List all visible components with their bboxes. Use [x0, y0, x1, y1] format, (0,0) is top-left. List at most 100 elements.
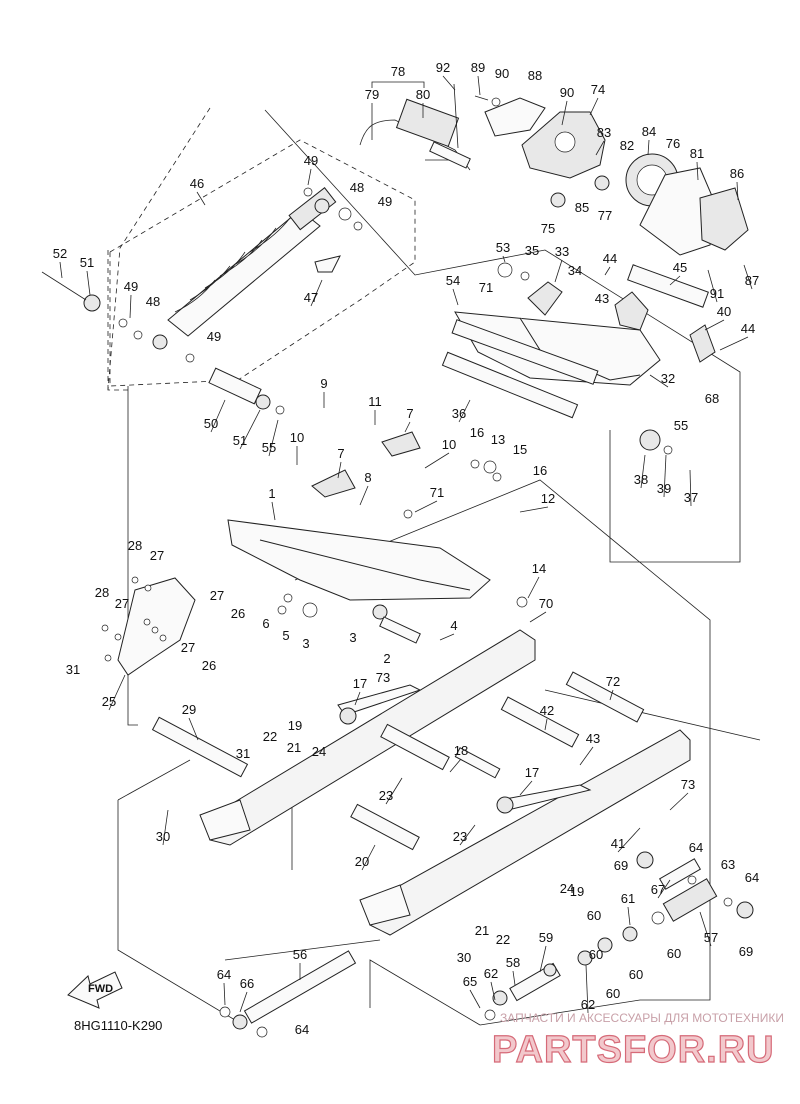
leader-line: [617, 827, 641, 853]
callout-c16a: 16: [470, 425, 484, 440]
callout-c4: 4: [450, 618, 457, 633]
leader-line: [442, 75, 456, 91]
leader-line: [719, 336, 749, 351]
leader-line: [663, 454, 667, 498]
callout-c42: 42: [540, 703, 554, 718]
callout-c64b: 64: [745, 870, 759, 885]
callout-c13: 13: [491, 432, 505, 447]
callout-c17a: 17: [353, 676, 367, 691]
callout-c49a: 49: [304, 153, 318, 168]
callout-c86: 86: [730, 166, 744, 181]
leader-line: [452, 288, 459, 306]
leader-line: [640, 454, 646, 489]
torsion-springs: [337, 684, 592, 814]
callout-c5: 5: [282, 628, 289, 643]
callout-c81: 81: [690, 146, 704, 161]
callout-c51a: 51: [80, 255, 94, 270]
callout-c35: 35: [525, 243, 539, 258]
leader-line: [414, 500, 438, 513]
callout-c60c: 60: [629, 967, 643, 982]
callout-c60b: 60: [589, 947, 603, 962]
cross-shafts: [151, 671, 645, 1024]
leader-line: [86, 270, 91, 296]
leader-lines: [59, 75, 753, 1014]
callout-c3a: 3: [302, 636, 309, 651]
leader-line: [239, 991, 248, 1013]
leader-line: [604, 266, 611, 276]
callout-c90a: 90: [495, 66, 509, 81]
leader-line: [554, 259, 563, 283]
callout-c31b: 31: [236, 746, 250, 761]
callout-c27a: 27: [150, 548, 164, 563]
callout-c45: 45: [673, 260, 687, 275]
callout-c36: 36: [452, 406, 466, 421]
callout-c90b: 90: [560, 85, 574, 100]
callout-c77: 77: [598, 208, 612, 223]
callout-c10a: 10: [290, 430, 304, 445]
leader-line: [657, 879, 671, 899]
leader-line: [439, 633, 455, 641]
leader-line: [337, 461, 342, 479]
callout-c85: 85: [575, 200, 589, 215]
callout-c1: 1: [268, 486, 275, 501]
callout-c66: 66: [240, 976, 254, 991]
callout-c6: 6: [262, 616, 269, 631]
callout-c52: 52: [53, 246, 67, 261]
callout-c2: 2: [383, 651, 390, 666]
leader-line: [223, 982, 226, 1006]
callout-c18: 18: [454, 743, 468, 758]
callout-c43a: 43: [595, 291, 609, 306]
callout-c74: 74: [591, 82, 605, 97]
callout-c30a: 30: [156, 829, 170, 844]
callout-c23a: 23: [379, 788, 393, 803]
callout-c16b: 16: [533, 463, 547, 478]
callout-c64c: 64: [217, 967, 231, 982]
callout-c49c: 49: [124, 279, 138, 294]
fwd-label: FWD: [88, 983, 113, 995]
leader-line: [307, 168, 312, 186]
leader-line: [268, 419, 279, 457]
callout-c27d: 27: [181, 640, 195, 655]
callout-c26a: 26: [231, 606, 245, 621]
leader-line: [539, 945, 547, 973]
diagram-code: 8HG1110-K290: [74, 1018, 162, 1033]
left-link-bracket: [101, 576, 196, 676]
callout-c69b: 69: [739, 944, 753, 959]
callout-c56: 56: [293, 947, 307, 962]
callout-c48b: 48: [146, 294, 160, 309]
callout-c48a: 48: [350, 180, 364, 195]
rear-arm-assembly: [441, 262, 716, 455]
front-arm-assembly: [208, 367, 528, 644]
callout-c34: 34: [568, 263, 582, 278]
leader-line: [512, 970, 516, 986]
callout-c64d: 64: [295, 1022, 309, 1037]
callout-c30b: 30: [457, 950, 471, 965]
callout-c61: 61: [621, 891, 635, 906]
callout-c8: 8: [364, 470, 371, 485]
leader-line: [647, 139, 650, 156]
leader-line: [458, 399, 471, 423]
callout-c24b: 24: [560, 881, 574, 896]
watermark: ЗАПЧАСТИ И АКСЕССУАРЫ ДЛЯ МОТОТЕХНИКИ PA…: [491, 1011, 784, 1072]
callout-c20: 20: [355, 854, 369, 869]
callout-c75: 75: [541, 221, 555, 236]
leader-line: [477, 75, 481, 96]
callout-c14: 14: [532, 561, 546, 576]
leader-line: [689, 469, 692, 507]
leader-line: [699, 911, 712, 947]
callout-c59: 59: [539, 930, 553, 945]
callout-c82: 82: [620, 138, 634, 153]
leader-line: [669, 792, 689, 811]
leader-line: [108, 674, 126, 711]
callout-c28b: 28: [95, 585, 109, 600]
callout-c3b: 3: [349, 630, 356, 645]
leader-line: [527, 576, 540, 599]
callout-c12: 12: [541, 491, 555, 506]
leader-line: [129, 294, 132, 319]
leader-line: [519, 780, 533, 796]
callout-c11: 11: [368, 394, 382, 409]
callout-c71a: 71: [479, 280, 493, 295]
callout-c43b: 43: [586, 731, 600, 746]
leader-line: [519, 506, 549, 513]
